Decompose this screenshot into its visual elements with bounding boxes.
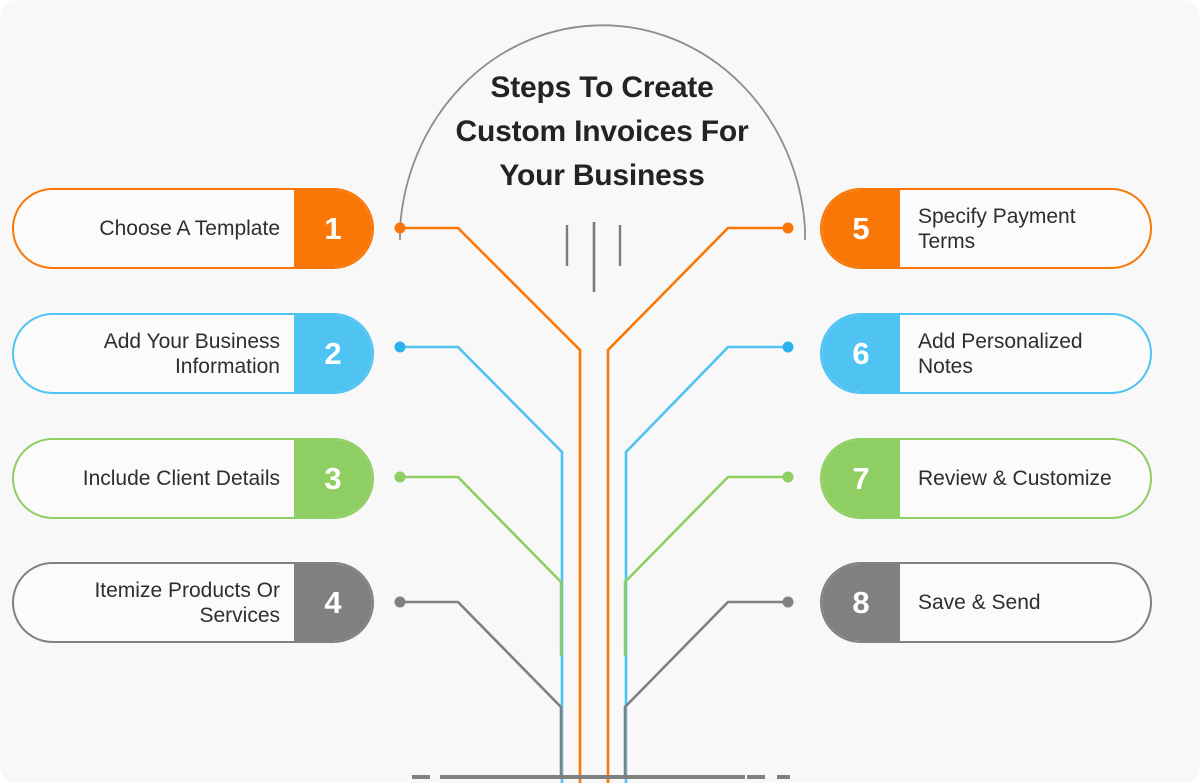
connector-dot-3 xyxy=(394,471,406,483)
step-label-5: Specify Payment Terms xyxy=(918,204,1076,253)
connector-dot-6 xyxy=(782,341,794,353)
step-pill-1[interactable]: Choose A Template 1 xyxy=(12,188,374,269)
step-label-8: Save & Send xyxy=(918,591,1041,614)
connector-dot-4 xyxy=(394,596,406,608)
step-label-6: Add Personalized Notes xyxy=(918,329,1083,378)
connector-branch-2 xyxy=(398,345,564,783)
connector-dot-2 xyxy=(394,341,406,353)
connector-dot-8 xyxy=(782,596,794,608)
page-title-line-2: Custom Invoices For xyxy=(455,115,749,148)
page-title-line-3: Your Business xyxy=(499,159,705,192)
connector-branch-1 xyxy=(398,226,582,783)
step-label-2: Add Your Business Information xyxy=(103,329,280,378)
page-title: Steps To Create Custom Invoices For Your… xyxy=(400,66,804,198)
step-label-1: Choose A Template xyxy=(99,217,280,240)
step-label-3: Include Client Details xyxy=(82,467,280,490)
step-pill-3[interactable]: Include Client Details 3 xyxy=(12,438,374,519)
connector-branch-8 xyxy=(623,600,790,777)
step-label-7: Review & Customize xyxy=(918,467,1112,490)
step-number-badge-6: 6 xyxy=(822,315,900,392)
step-pill-2[interactable]: Add Your Business Information 2 xyxy=(12,313,374,394)
step-pill-5[interactable]: 5 Specify Payment Terms xyxy=(820,188,1152,269)
step-number-badge-8: 8 xyxy=(822,564,900,641)
step-pill-6[interactable]: 6 Add Personalized Notes xyxy=(820,313,1152,394)
step-number-badge-5: 5 xyxy=(822,190,900,267)
step-number-badge-2: 2 xyxy=(294,315,372,392)
step-pill-7[interactable]: 7 Review & Customize xyxy=(820,438,1152,519)
connector-branch-5 xyxy=(606,226,790,783)
step-label-4: Itemize Products Or Services xyxy=(94,578,280,627)
step-number-badge-1: 1 xyxy=(294,190,372,267)
connector-branch-7 xyxy=(623,475,790,657)
connector-branch-4 xyxy=(398,600,563,777)
connector-dot-5 xyxy=(782,222,794,234)
connector-branch-6 xyxy=(624,345,790,783)
connector-dot-7 xyxy=(782,471,794,483)
step-pill-8[interactable]: 8 Save & Send xyxy=(820,562,1152,643)
connector-branch-3 xyxy=(398,475,563,657)
step-number-badge-4: 4 xyxy=(294,564,372,641)
step-pill-4[interactable]: Itemize Products Or Services 4 xyxy=(12,562,374,643)
page-title-line-1: Steps To Create xyxy=(490,71,714,104)
step-number-badge-3: 3 xyxy=(294,440,372,517)
step-number-badge-7: 7 xyxy=(822,440,900,517)
connector-dot-1 xyxy=(394,222,406,234)
